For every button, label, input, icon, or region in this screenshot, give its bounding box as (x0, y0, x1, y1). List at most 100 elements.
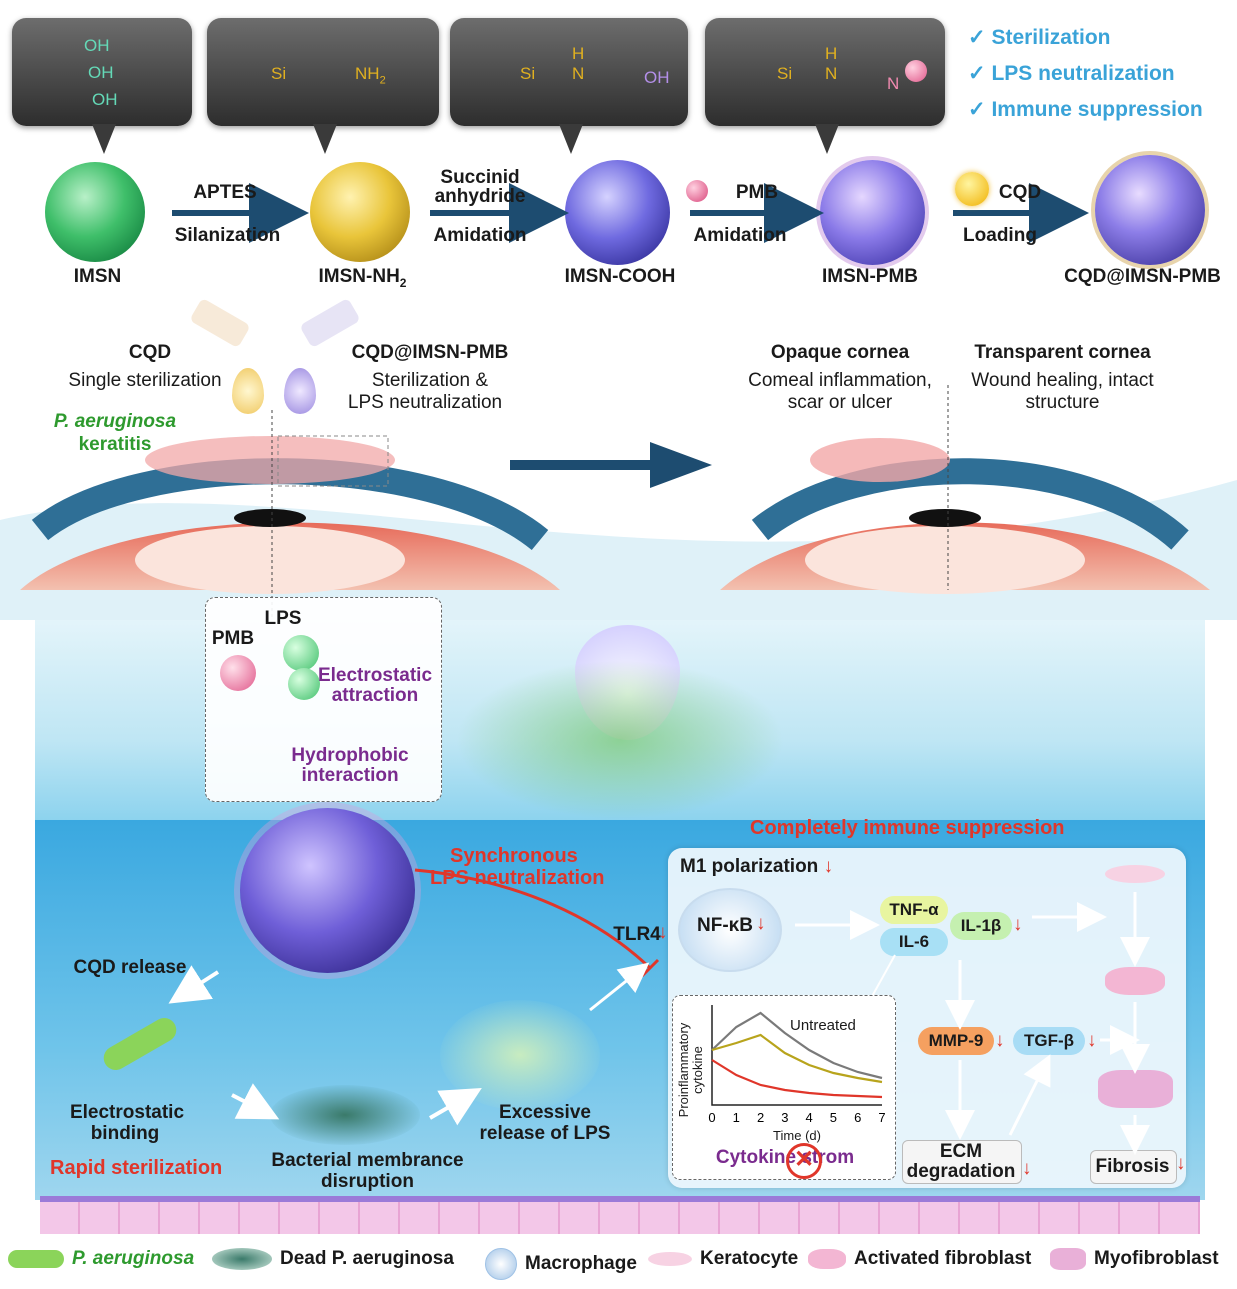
down-arrow-icon: ↓ (1022, 1158, 1032, 1179)
imsn-nh2-sphere (310, 162, 410, 262)
check-icon: ✓ (968, 26, 986, 49)
macrophage-cell (678, 888, 782, 972)
chart-x-tick-label: 2 (757, 1110, 764, 1125)
lps-label: LPS (264, 608, 302, 629)
interaction-inset (205, 597, 442, 802)
right-eye-lens (805, 526, 1085, 594)
keratocyte-cell (1105, 865, 1165, 883)
macrophage-icon (485, 1248, 517, 1280)
si-atom: Si (777, 64, 793, 83)
myofibroblast-icon (1050, 1248, 1086, 1270)
immune-title: Completely immune suppression (750, 817, 1065, 839)
step3-process: Amidation (693, 225, 787, 246)
chart-x-tick-label: 0 (708, 1110, 715, 1125)
down-arrow-icon: ↓ (1087, 1030, 1097, 1051)
oh-group: OH (92, 90, 118, 109)
oh-group: OH (84, 36, 110, 55)
arrow-ecm-tgfb (1008, 1054, 1051, 1136)
cqd-desc: Single sterilization (68, 370, 222, 391)
fibrosis-label: Fibrosis (1095, 1156, 1170, 1177)
legend-activated-fibroblast: Activated fibroblast (808, 1248, 1031, 1270)
endothelium-layer (40, 1196, 1200, 1234)
disruption-label-1: Bacterial membrance (271, 1150, 464, 1171)
synthesis-arrows (172, 183, 1089, 243)
arrow-to-disruption (231, 1083, 280, 1120)
step4-process: Loading (963, 225, 1037, 246)
pmb-label: PMB (211, 628, 255, 649)
si-atom: Si (520, 64, 536, 83)
disruption-label-2: disruption (321, 1171, 414, 1192)
myofibroblast-cell (1098, 1070, 1173, 1108)
chart-axis (711, 1005, 882, 1106)
stage-label-imsn-nh2: IMSN-NH2 (318, 266, 407, 290)
chart-title: Cytokine strom (715, 1147, 855, 1168)
check-icon: ✓ (968, 98, 986, 121)
chart-x-tick-label: 3 (781, 1110, 788, 1125)
cqd-imsn-pmb-sphere (1095, 155, 1205, 265)
right-eye-cornea (751, 458, 1189, 550)
legend-macrophage: Macrophage (485, 1248, 637, 1280)
step2-reagent: Succinid anhydride (434, 167, 526, 207)
sync-label-2: LPS neutralization (430, 867, 605, 889)
imsn-cooh-sphere (565, 160, 670, 265)
ecm-box (902, 1140, 1022, 1184)
inhibition-line (414, 868, 652, 970)
structure-bubble-cooh: Si H N OH (450, 18, 688, 154)
transparent-title: Transparent cornea (974, 342, 1151, 363)
amide-n: N (825, 64, 838, 83)
structure-bubble-oh: OH OH OH (12, 18, 192, 154)
left-eye-lens (135, 526, 405, 594)
binding-label-2: binding (90, 1123, 160, 1144)
il1b-pill: IL-1β (950, 912, 1012, 940)
bacterium-icon (8, 1249, 64, 1268)
chart-x-tick-label: 1 (733, 1110, 740, 1125)
cqd-drop-icon (232, 368, 264, 414)
binding-label-1: Electrostatic (69, 1102, 185, 1123)
benefit-lps-neutralization: ✓ LPS neutralization (968, 62, 1175, 85)
combo-drop-icon (284, 368, 316, 414)
arrow-to-lps (428, 1087, 482, 1126)
cytokine-chart-box (672, 995, 896, 1180)
amide-n: N (572, 64, 585, 83)
arrow-cqd-release (168, 965, 220, 1004)
eye-illustration (0, 385, 1237, 620)
opaque-desc-1: Comeal inflammation, (748, 370, 932, 391)
arrow-lps-to-tlr4 (589, 962, 650, 1012)
dead-bacteria-icon (212, 1248, 272, 1270)
chart-series-line-2 (711, 1059, 883, 1099)
check-icon: ✓ (968, 62, 986, 85)
down-arrow-icon: ↓ (1176, 1153, 1186, 1174)
stage-label-cqd-imsn-pmb: CQD@IMSN-PMB (1064, 266, 1221, 287)
transparent-desc-2: structure (1025, 392, 1100, 413)
electrostatic-label-2: attraction (331, 685, 419, 706)
pmb-n: N (887, 74, 900, 93)
down-arrow-icon: ↓ (823, 856, 834, 877)
il6-pill: IL-6 (880, 928, 948, 956)
step2-process: Amidation (433, 225, 527, 246)
chart-x-tick-label: 5 (830, 1110, 837, 1125)
legend-myofibroblast: Myofibroblast (1050, 1248, 1219, 1270)
excess-label-1: Excessive (499, 1102, 591, 1123)
down-arrow-icon: ↓ (995, 1030, 1005, 1051)
chart-series-line-0 (711, 1011, 883, 1080)
chart-series-line-1 (711, 1033, 883, 1084)
excess-label-2: release of LPS (479, 1123, 611, 1144)
imsn-sphere (45, 162, 145, 262)
sync-label-1: Synchronous (450, 845, 578, 867)
chart-x-tick-label: 7 (878, 1110, 885, 1125)
step1-process: Silanization (174, 225, 281, 246)
legend-dead-p-aeruginosa: Dead P. aeruginosa (212, 1248, 454, 1270)
stage-label-imsn: IMSN (73, 266, 122, 287)
down-arrow-icon: ↓ (1013, 914, 1023, 935)
pmb-cation-icon (220, 655, 256, 691)
combo-desc-2: LPS neutralization (347, 392, 503, 413)
rapid-sterilization-label: Rapid sterilization (50, 1157, 223, 1179)
oh-group: OH (88, 63, 114, 82)
right-eye-pupil (909, 509, 981, 527)
down-arrow-icon: ↓ (658, 922, 668, 943)
combo-title: CQD@IMSN-PMB (351, 342, 509, 363)
pmb-molecule-icon (905, 60, 927, 82)
opaque-desc-2: scar or ulcer (787, 392, 893, 413)
